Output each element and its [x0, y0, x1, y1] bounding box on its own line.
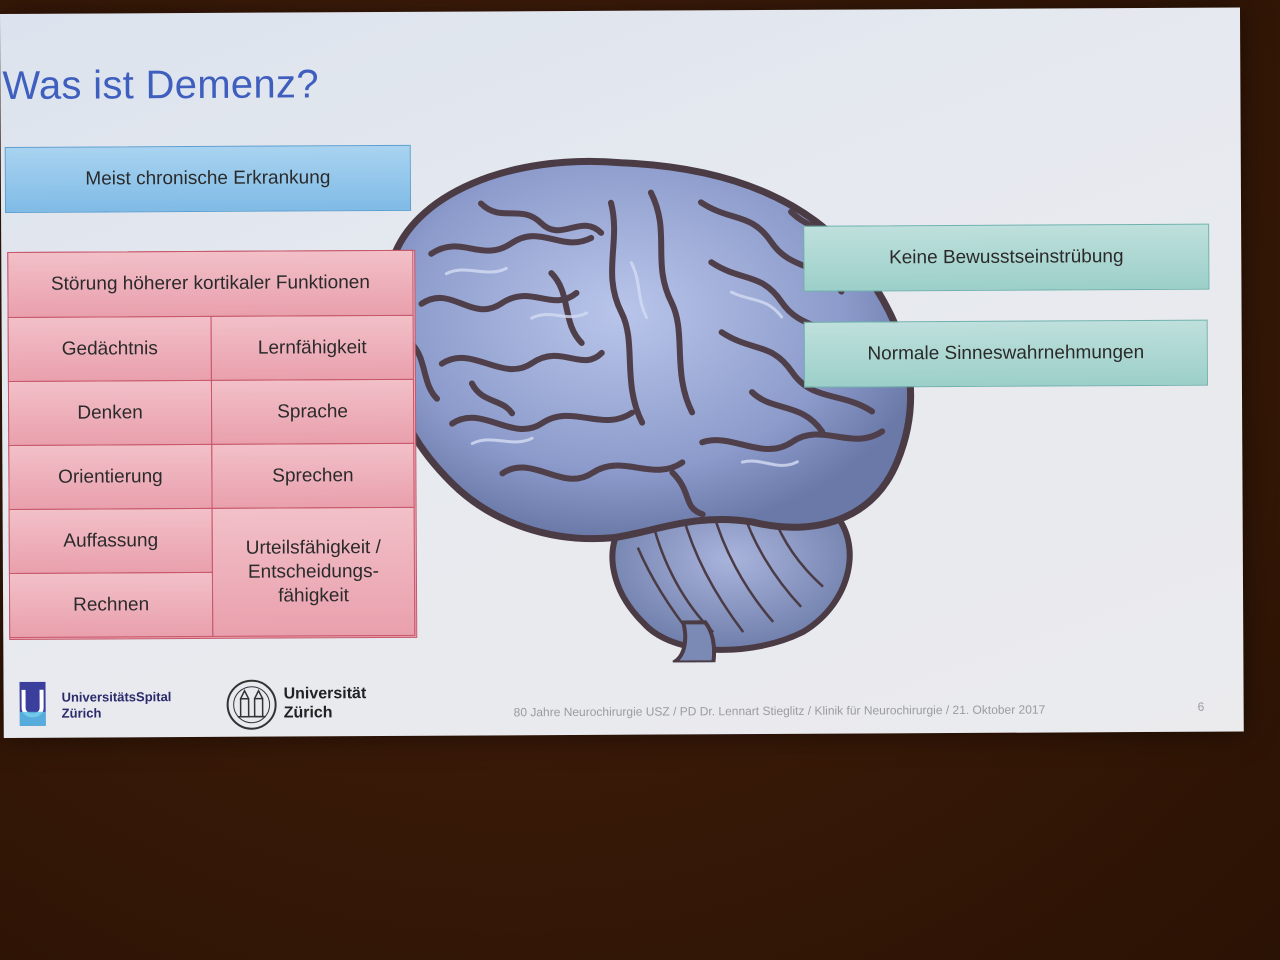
cortical-functions-table: Störung höherer kortikaler Funktionen Ge… — [7, 249, 418, 640]
page-number: 6 — [1197, 699, 1205, 714]
normal-perception-box: Normale Sinneswahrnehmungen — [803, 319, 1208, 388]
usz-logo-line: UniversitätsSpital — [61, 689, 172, 705]
slide-title: Was ist Demenz? — [2, 62, 319, 108]
cell-label-line: Urteilsfähigkeit / — [245, 536, 381, 559]
table-cell-judgement: Urteilsfähigkeit / Entscheidungs- fähigk… — [211, 506, 416, 637]
table-cell: Rechnen — [8, 571, 214, 638]
table-cell: Sprechen — [211, 442, 415, 509]
uzh-seal-icon — [226, 679, 277, 730]
chronic-disease-box: Meist chronische Erkrankung — [4, 144, 412, 213]
cell-label: Orientierung — [58, 465, 163, 488]
cell-label: Gedächtnis — [61, 337, 158, 360]
uzh-logo-text: Universität Zürich — [284, 684, 367, 722]
table-cell: Orientierung — [8, 443, 213, 510]
no-consciousness-impairment-label: Keine Bewusstseinstrübung — [888, 246, 1124, 269]
cell-label: Denken — [77, 401, 143, 424]
uzh-logo-line: Universität — [283, 685, 367, 703]
no-consciousness-impairment-box: Keine Bewusstseinstrübung — [803, 223, 1210, 292]
brain-illustration — [381, 157, 915, 665]
cell-label-line: Entscheidungs- — [247, 560, 379, 583]
usz-logo-line: Zürich — [61, 705, 102, 721]
usz-logo-text: UniversitätsSpital Zürich — [62, 689, 172, 722]
chronic-disease-label: Meist chronische Erkrankung — [85, 167, 331, 190]
normal-perception-label: Normale Sinneswahrnehmungen — [867, 342, 1145, 365]
cell-label: Auffassung — [63, 529, 159, 552]
table-cell: Denken — [7, 379, 213, 446]
cell-label: Rechnen — [73, 593, 150, 616]
uzh-logo-line: Zürich — [283, 704, 333, 722]
cell-label: Lernfähigkeit — [257, 336, 367, 359]
table-cell: Lernfähigkeit — [210, 314, 414, 381]
table-cell: Auffassung — [8, 507, 213, 574]
table-cell: Gedächtnis — [7, 315, 212, 382]
cortical-functions-header: Störung höherer kortikaler Funktionen — [7, 249, 414, 318]
cortical-functions-header-label: Störung höherer kortikaler Funktionen — [50, 272, 370, 295]
cell-label-line: fähigkeit — [278, 584, 349, 607]
footer-citation: 80 Jahre Neurochirurgie USZ / PD Dr. Len… — [513, 702, 1046, 720]
usz-logo-icon — [19, 681, 46, 726]
table-cell: Sprache — [210, 378, 415, 445]
presentation-slide: Was ist Demenz? — [0, 7, 1244, 738]
cell-label: Sprechen — [272, 464, 354, 487]
cell-label: Sprache — [277, 400, 349, 423]
